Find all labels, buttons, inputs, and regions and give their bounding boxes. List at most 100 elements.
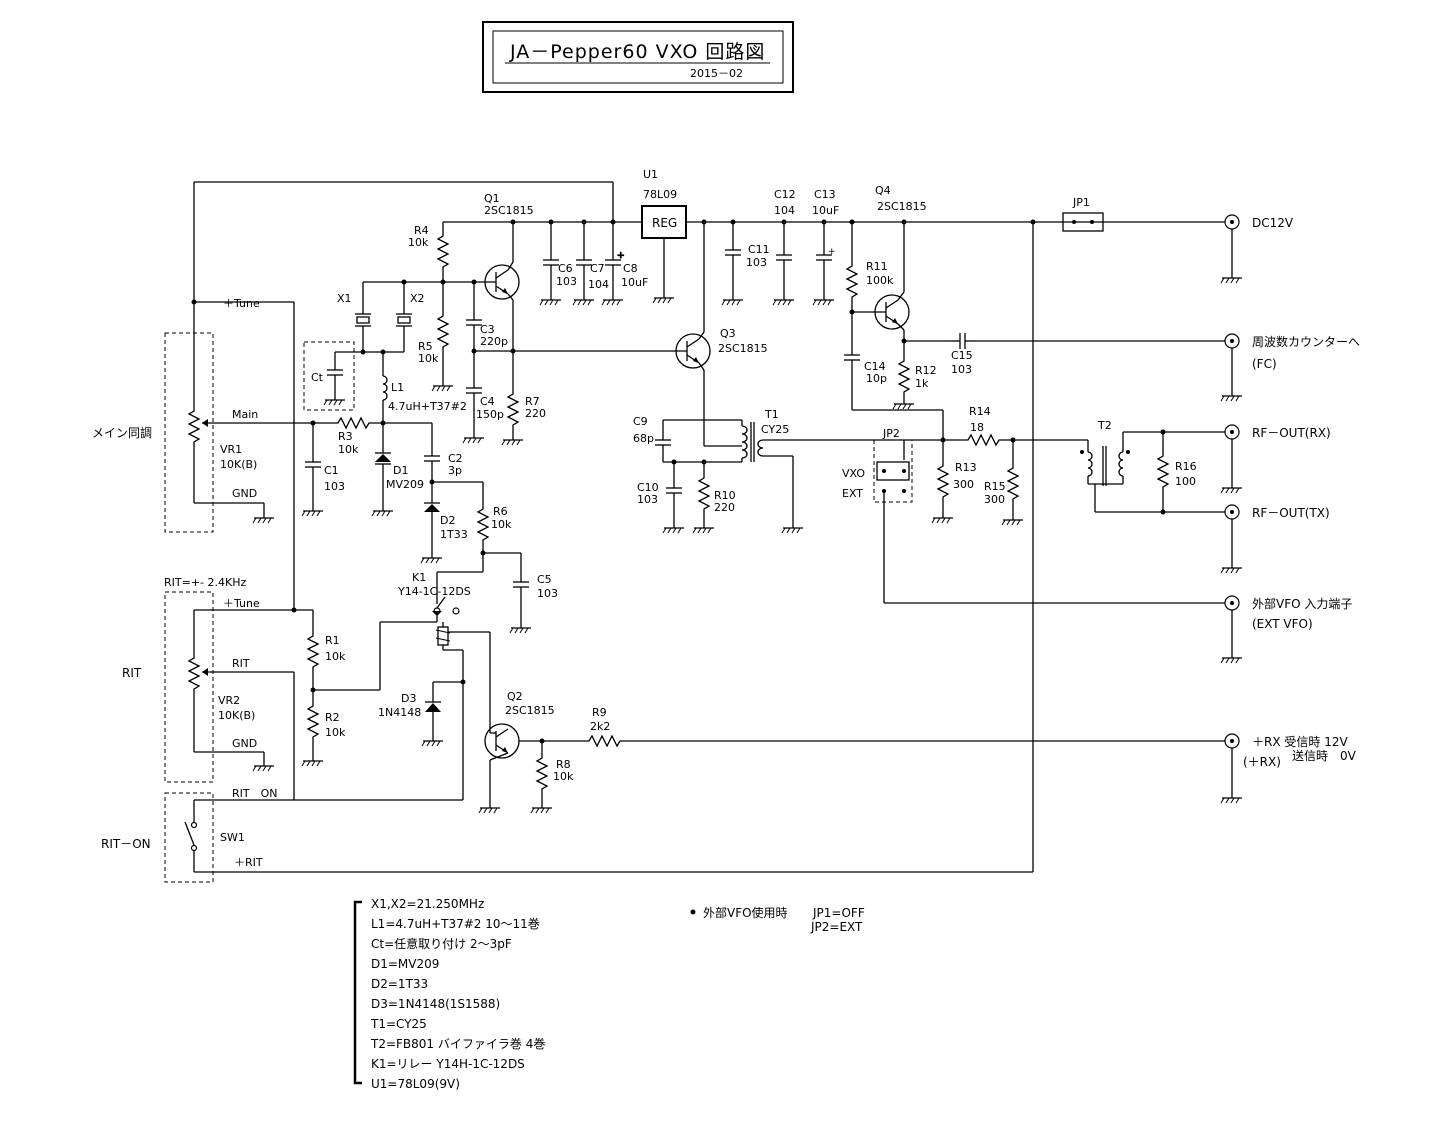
l1-value: 4.7uH+T37#2 bbox=[388, 400, 467, 413]
pot-vr2: RIT=+- 2.4KHz ＋Tune RIT VR2 10K(B) GND R… bbox=[122, 576, 313, 800]
rit-feed-line bbox=[194, 222, 1034, 873]
rit-range-label: RIT=+- 2.4KHz bbox=[164, 576, 246, 589]
connector-rf-tx: RF－OUT(TX) bbox=[1220, 504, 1330, 574]
resistor-r14: R14 18 bbox=[943, 405, 1088, 446]
c13-ref: C13 bbox=[814, 188, 836, 201]
r6-value: 10k bbox=[491, 518, 512, 531]
jp2-ref: JP2 bbox=[882, 427, 900, 440]
jumper-jp2: JP2 VXO EXT bbox=[842, 427, 1225, 604]
d1-ref: D1 bbox=[393, 464, 408, 477]
c6-value: 103 bbox=[556, 275, 577, 288]
transformer-t1: T1 CY25 bbox=[663, 408, 943, 534]
capacitor-c10: C10 103 bbox=[637, 462, 685, 534]
transistor-q2: Q2 2SC1815 bbox=[478, 690, 583, 814]
c2-ref: C2 bbox=[448, 452, 463, 465]
c8-ref: C8 bbox=[623, 262, 638, 275]
r12-ref: R12 bbox=[915, 364, 937, 377]
d1-value: MV209 bbox=[386, 478, 424, 491]
sw1-ref: SW1 bbox=[220, 831, 245, 844]
resistor-r15: R15 300 bbox=[984, 440, 1024, 526]
r13-value: 300 bbox=[953, 478, 974, 491]
note-line: X1,X2=21.250MHz bbox=[371, 897, 484, 911]
r6-ref: R6 bbox=[493, 505, 508, 518]
resistor-r2: R2 10k bbox=[301, 699, 346, 767]
note-line: D1=MV209 bbox=[371, 957, 439, 971]
note-line: Ct=任意取り付け 2～3pF bbox=[371, 936, 512, 951]
ext-vfo-label: 外部VFO 入力端子 bbox=[1252, 596, 1352, 611]
c12-value: 104 bbox=[774, 204, 795, 217]
parts-notes: X1,X2=21.250MHz L1=4.7uH+T37#2 10～11巻 Ct… bbox=[353, 897, 545, 1091]
c8-polarity-mark: + bbox=[617, 251, 625, 261]
c7-value: 104 bbox=[588, 278, 609, 291]
r1-value: 10k bbox=[325, 650, 346, 663]
r2-ref: R2 bbox=[325, 711, 340, 724]
ext-vfo-notes: 外部VFO使用時 JP1=OFF JP2=EXT bbox=[690, 905, 865, 934]
r7-value: 220 bbox=[525, 407, 546, 420]
main-tuning-label: メイン同調 bbox=[92, 426, 152, 440]
plus-rit-label: ＋RIT bbox=[234, 856, 263, 869]
note-line: L1=4.7uH+T37#2 10～11巻 bbox=[371, 917, 540, 931]
connector-dc12v: DC12V bbox=[1220, 214, 1294, 284]
connector-fc: 周波数カウンターへ (FC) bbox=[1220, 333, 1360, 402]
schematic-date: 2015－02 bbox=[690, 67, 743, 80]
capacitor-c13: + C13 10uF bbox=[812, 188, 839, 306]
connector-rf-rx: RF－OUT(RX) bbox=[1220, 424, 1331, 494]
note-line: T1=CY25 bbox=[370, 1017, 427, 1031]
rx-label: ＋RX 受信時 12V bbox=[1252, 735, 1348, 749]
r8-value: 10k bbox=[553, 770, 574, 783]
jp1-ref: JP1 bbox=[1072, 196, 1090, 209]
c14-ref: C14 bbox=[864, 360, 886, 373]
vr2-gnd-label: GND bbox=[232, 737, 257, 750]
transformer-t2: T2 bbox=[1080, 419, 1225, 515]
c11-ref: C11 bbox=[748, 243, 770, 256]
capacitor-c9: C9 68p bbox=[633, 415, 707, 465]
vr2-tune-label: ＋Tune bbox=[223, 597, 260, 610]
resistor-r12: R12 1k bbox=[892, 354, 937, 410]
r10-ref: R10 bbox=[714, 489, 736, 502]
c4-ref: C4 bbox=[480, 395, 495, 408]
x2-ref: X2 bbox=[410, 292, 425, 305]
r4-ref: R4 bbox=[414, 224, 429, 237]
vr2-value: 10K(B) bbox=[218, 709, 255, 722]
ext-note-title: 外部VFO使用時 bbox=[703, 905, 788, 920]
r5-value: 10k bbox=[418, 352, 439, 365]
capacitor-c11: C11 103 bbox=[721, 222, 770, 306]
c10-value: 103 bbox=[637, 493, 658, 506]
d2-ref: D2 bbox=[440, 514, 455, 527]
u1-body-label: REG bbox=[652, 216, 677, 230]
resistor-r4: R4 10k bbox=[408, 222, 449, 282]
ext-note-jp1: JP1=OFF bbox=[812, 906, 865, 920]
capacitor-c1: C1 103 bbox=[301, 423, 345, 517]
inductor-l1: L1 4.7uH+T37#2 bbox=[382, 352, 467, 423]
resistor-r8: R8 10k bbox=[530, 741, 574, 814]
title-block: JA－Pepper60 VXO 回路図 2015－02 bbox=[482, 21, 794, 93]
r16-ref: R16 bbox=[1175, 460, 1197, 473]
c13-polarity-mark: + bbox=[828, 247, 836, 257]
ext-note-jp2: JP2=EXT bbox=[810, 920, 863, 934]
note-line: D2=1T33 bbox=[371, 977, 428, 991]
r9-value: 2k2 bbox=[590, 720, 610, 733]
q4-value: 2SC1815 bbox=[877, 200, 927, 213]
resistor-r13: R13 300 bbox=[931, 459, 977, 524]
c9-ref: C9 bbox=[633, 415, 648, 428]
r7-ref: R7 bbox=[525, 395, 540, 408]
jumper-jp1: JP1 bbox=[1062, 196, 1104, 232]
fc-label: 周波数カウンターへ bbox=[1252, 334, 1360, 349]
c2-value: 3p bbox=[448, 464, 462, 477]
capacitor-c5: C5 103 bbox=[483, 552, 558, 634]
trimmer-ct: Ct bbox=[303, 341, 355, 411]
c11-value: 103 bbox=[746, 256, 767, 269]
vr2-ref: VR2 bbox=[218, 694, 240, 707]
c15-ref: C15 bbox=[951, 349, 973, 362]
q2-ref: Q2 bbox=[507, 690, 523, 703]
r10-value: 220 bbox=[714, 501, 735, 514]
u1-value: 78L09 bbox=[643, 188, 677, 201]
resistor-r1: R1 10k bbox=[307, 610, 380, 700]
capacitor-c8: + C8 10uF bbox=[601, 222, 648, 306]
c15-value: 103 bbox=[951, 363, 972, 376]
capacitor-c3: C3 220p bbox=[465, 282, 513, 378]
transistor-q4: Q4 2SC1815 bbox=[849, 184, 927, 355]
resistor-r3: R3 10k bbox=[202, 417, 432, 456]
tx-label: 送信時 0V bbox=[1292, 748, 1357, 763]
rit-block-label: RIT bbox=[122, 666, 142, 680]
